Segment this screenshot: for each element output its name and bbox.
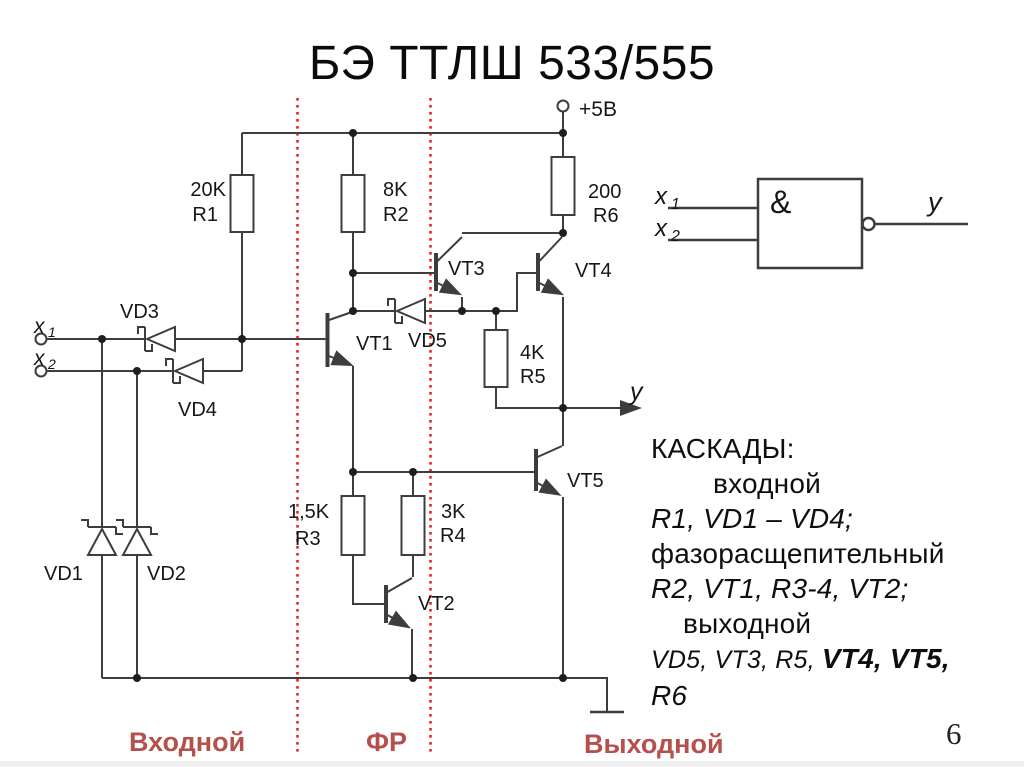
inversion-bubble — [861, 216, 876, 232]
circuit-output-label: y — [628, 378, 644, 406]
slide-bottom-edge — [0, 761, 1024, 767]
vd3-label: VD3 — [120, 301, 159, 323]
input-x1-sub: 1 — [48, 324, 56, 340]
page-number: 6 — [946, 716, 962, 751]
gate-input-x1-sub: 1 — [671, 196, 680, 213]
section-label-output: Выходной — [584, 729, 724, 759]
page-title: БЭ ТТЛШ 533/555 — [308, 37, 716, 90]
resistor-r2 — [340, 174, 366, 233]
transistor-vt4 — [536, 236, 565, 296]
gate-input-x1-label: x — [654, 183, 668, 210]
resistor-r1 — [229, 174, 255, 233]
vd5-label: VD5 — [408, 330, 447, 352]
gate-output-label: y — [926, 187, 943, 217]
r4-value-label: 3K — [441, 501, 466, 523]
r3-value-label: 1,5K — [288, 501, 330, 523]
diodes — [81, 297, 426, 556]
cascade-stage1-title: входной — [713, 468, 821, 499]
nand-gate-symbol: & x 1 x 2 y — [654, 177, 968, 270]
vt4-label: VT4 — [575, 260, 612, 282]
r1-name-label: R1 — [192, 204, 218, 226]
component-labels: +5В x 1 x 2 20K R1 8K R2 200 R6 4K R5 1,… — [33, 98, 644, 615]
vt1-label: VT1 — [356, 333, 393, 355]
resistor-r4 — [400, 495, 426, 556]
junction-dots — [98, 129, 567, 682]
cascades-heading: КАСКАДЫ: — [651, 433, 795, 464]
resistor-r3 — [340, 495, 366, 556]
input-x2-sub: 2 — [47, 356, 56, 372]
cascade-stage3-items: VD5, VT3, R5, VT4, VT5, — [651, 641, 1023, 678]
power-label: +5В — [579, 98, 617, 121]
cascade-stage3-title: выходной — [683, 608, 812, 639]
diode-vd2 — [116, 519, 158, 556]
vd2-label: VD2 — [147, 563, 186, 585]
resistors — [229, 156, 576, 556]
diode-vd4 — [165, 357, 204, 385]
cascade-stage2-items: R2, VT1, R3-4, VT2; — [651, 573, 909, 604]
vt5-label: VT5 — [567, 470, 604, 492]
gate-and-symbol: & — [770, 184, 791, 220]
gate-input-x2-sub: 2 — [670, 228, 680, 245]
r6-value-label: 200 — [588, 181, 621, 203]
r5-name-label: R5 — [520, 366, 546, 388]
input-terminal-x2 — [34, 364, 48, 378]
r2-value-label: 8K — [383, 179, 408, 201]
wires — [46, 112, 624, 714]
resistor-r5 — [483, 329, 509, 388]
cascade-stage3-items-b: VT4, VT5, — [821, 643, 950, 674]
r3-name-label: R3 — [295, 528, 321, 550]
r2-name-label: R2 — [383, 204, 409, 226]
vd4-label: VD4 — [178, 399, 217, 421]
transistors — [325, 236, 565, 629]
gate-input-x2-label: x — [654, 215, 668, 242]
r6-name-label: R6 — [593, 205, 619, 227]
transistor-vt2 — [384, 577, 413, 629]
vd1-label: VD1 — [44, 563, 83, 585]
stage-divider-lines — [296, 98, 432, 756]
vt3-label: VT3 — [448, 258, 485, 280]
cascades-text-block: КАСКАДЫ: входной R1, VD1 – VD4; фазорасщ… — [651, 431, 1023, 713]
r4-name-label: R4 — [440, 525, 466, 547]
transistor-vt3 — [434, 236, 463, 296]
cascade-stage3-items-a: VD5, VT3, R5, — [651, 646, 822, 674]
terminals — [34, 99, 570, 378]
diode-vd3 — [137, 325, 176, 353]
input-terminal-x1 — [34, 332, 48, 346]
input-x1-label: x — [33, 315, 46, 338]
cascade-stage1-items: R1, VD1 – VD4; — [651, 503, 853, 534]
input-x2-label: x — [33, 347, 46, 370]
resistor-r6 — [550, 156, 576, 216]
section-label-phase-splitter: ФР — [366, 727, 408, 757]
diode-vd5 — [387, 297, 426, 325]
r5-value-label: 4K — [520, 342, 545, 364]
transistor-vt5 — [534, 445, 563, 496]
r1-value-label: 20K — [190, 179, 226, 201]
transistor-vt1 — [325, 311, 354, 367]
diode-vd1 — [81, 519, 123, 556]
power-terminal — [556, 99, 570, 113]
cascade-stage3-items-c: R6 — [651, 680, 688, 711]
section-label-input: Входной — [129, 727, 246, 757]
vt2-label: VT2 — [418, 593, 455, 615]
cascade-stage2-title: фазорасщепительный — [651, 538, 945, 569]
